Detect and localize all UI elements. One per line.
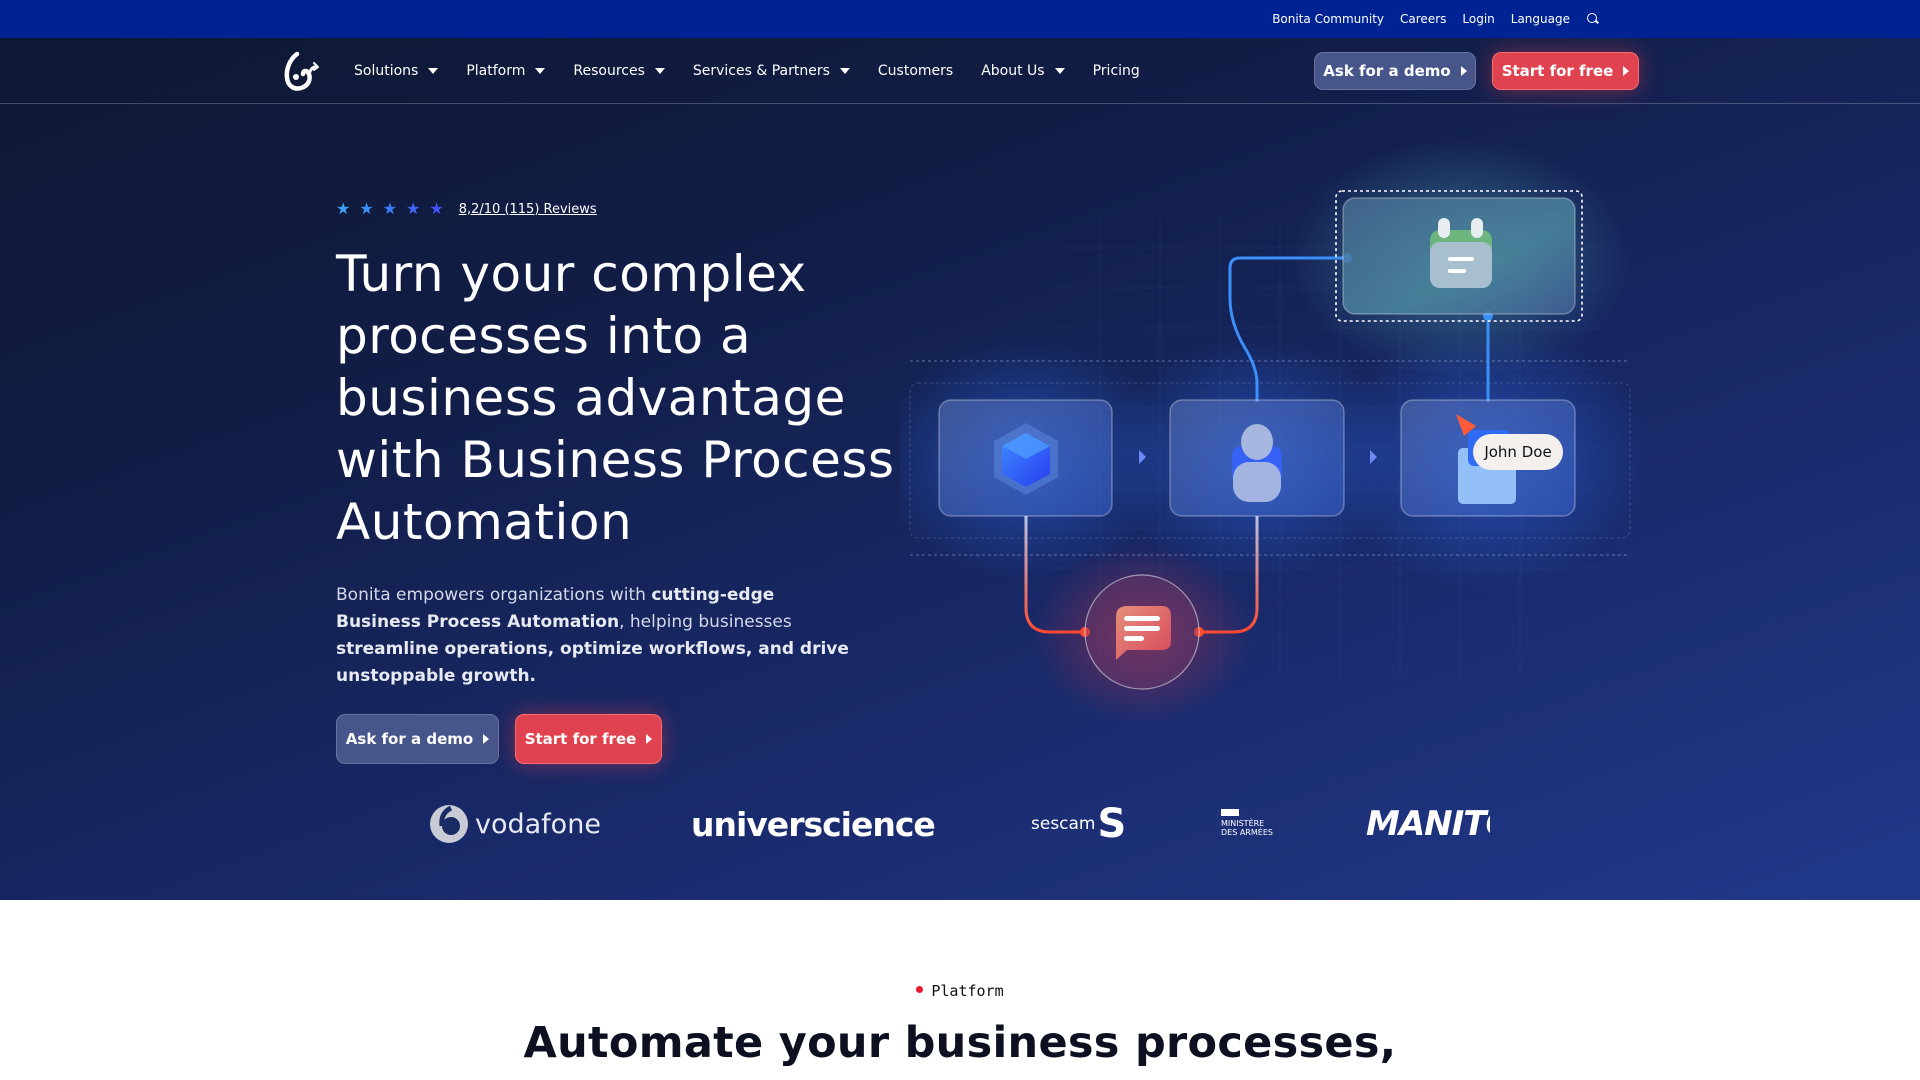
cube-icon [994,423,1058,495]
rating: ★ ★ ★ ★ ★ 8,2/10 (115) Reviews [336,201,597,217]
calendar-icon [1430,218,1492,288]
desc-text: , helping businesses [619,612,792,632]
red-dot-icon [916,986,924,993]
process-diagram: John Doe [900,138,1647,724]
nav-item-pricing[interactable]: Pricing [1093,63,1140,79]
button-label: Ask for a demo [345,730,474,748]
desc-text: Bonita empowers organizations with [336,585,652,605]
logo-text: MINISTÈRE DES ARMÉES [1221,819,1273,837]
logo-ministere-armees: MINISTÈRE DES ARMÉES [1221,798,1281,848]
nav-item-about-us[interactable]: About Us [981,63,1065,79]
connector-blue [1228,256,1347,402]
hero-description: Bonita empowers organizations with cutti… [336,582,856,690]
top-utility-bar: Bonita Community Careers Login Language [0,0,1920,38]
reviews-link[interactable]: 8,2/10 (115) Reviews [458,201,597,217]
eyebrow-text: Platform [931,982,1004,1000]
caret-right-icon [483,734,490,744]
nav-item-resources[interactable]: Resources [573,63,665,79]
nav-item-customers[interactable]: Customers [878,63,953,79]
star-icon: ★ [336,199,351,218]
hero-start-free-button[interactable]: Start for free [515,714,662,764]
name-tooltip: John Doe [1473,434,1563,470]
star-icon: ★ [382,199,398,218]
button-label: Start for free [1501,62,1614,80]
star-icon: ★ [429,199,444,218]
selection-outline [1335,190,1583,322]
caret-down-icon [839,68,850,74]
hero-title: Turn your complex processes into a busin… [336,245,895,551]
flow-arrow-icon [1139,450,1146,464]
button-label: Ask for a demo [1323,62,1451,80]
tooltip-text: John Doe [1483,443,1551,461]
caret-right-icon [1460,66,1467,76]
caret-right-icon [1623,66,1630,76]
nav-label: Solutions [354,63,419,79]
logo-sescam: sescam S [1031,802,1126,846]
nav-menu: Solutions Platform Resources Services & … [354,38,1168,104]
link-careers[interactable]: Careers [1400,12,1447,26]
link-language[interactable]: Language [1510,12,1570,26]
nav-item-solutions[interactable]: Solutions [354,63,439,79]
button-label: Start for free [524,730,637,748]
nav-label: Pricing [1092,63,1140,79]
caret-down-icon [1054,68,1065,74]
vodafone-mark-icon [430,805,468,843]
hero-section: Solutions Platform Resources Services & … [0,38,1920,900]
logo-text: vodafone [475,808,601,840]
section-eyebrow: Platform [0,982,1920,1000]
caret-down-icon [535,68,546,74]
nav-label: Resources [573,63,645,79]
logo-text: sescam [1031,814,1096,834]
caret-down-icon [654,68,665,74]
main-nav: Solutions Platform Resources Services & … [0,38,1920,104]
nav-start-free-button[interactable]: Start for free [1492,52,1639,90]
customer-logos: vodafone universcience sescam S MINISTÈR… [0,802,1920,862]
logo-manitou: MANITOU GROUP [1366,798,1490,850]
link-bonita-community[interactable]: Bonita Community [1272,12,1385,26]
bonita-logo[interactable] [283,50,319,92]
chat-icon [1116,606,1171,660]
nav-item-services-partners[interactable]: Services & Partners [693,63,850,79]
connector-red [1198,516,1259,634]
connector-red [1024,516,1086,634]
nav-label: Services & Partners [692,63,830,79]
desc-bold: cutting-edge Business Process Automation [336,585,775,632]
caret-down-icon [428,68,439,74]
nav-label: Customers [877,63,954,79]
cursor-icon [1456,414,1476,436]
swimlane-dividers [909,360,1631,556]
user-icon [1232,424,1282,502]
hero-ask-demo-button[interactable]: Ask for a demo [336,714,499,764]
search-icon[interactable] [1586,12,1600,26]
logo-universcience: universcience [691,802,936,846]
flag-icon [1221,809,1239,816]
star-icon: ★ [406,199,421,218]
flow-arrow-icon [1370,450,1377,464]
nav-label: About Us [981,63,1045,79]
link-login[interactable]: Login [1462,12,1495,26]
logo-vodafone: vodafone [429,802,601,846]
nav-item-platform[interactable]: Platform [466,63,546,79]
utility-links: Bonita Community Careers Login Language [1272,0,1600,38]
star-icon: ★ [359,199,374,218]
logo-text: MANITOU GROUP [1366,804,1490,844]
desc-bold: streamline operations, optimize workflow… [336,639,849,686]
nav-ask-demo-button[interactable]: Ask for a demo [1314,52,1476,90]
nav-label: Platform [466,63,526,79]
sescam-s-icon: S [1097,801,1127,847]
caret-right-icon [646,734,653,744]
logo-text: universcience [691,804,936,844]
platform-section: Platform Automate your business processe… [0,900,1920,1080]
section-heading: Automate your business processes, [523,1018,1397,1068]
